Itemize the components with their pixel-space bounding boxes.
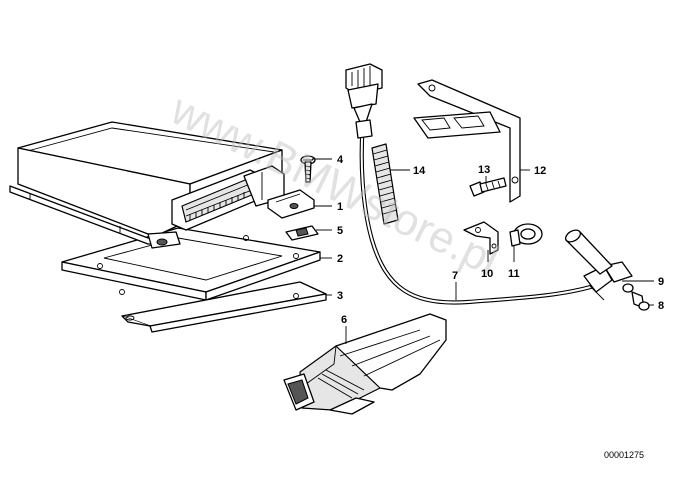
callout-10: 10	[481, 268, 493, 280]
callout-8: 8	[658, 300, 664, 312]
small-bracket	[463, 221, 499, 255]
callout-6: 6	[341, 314, 347, 326]
callout-14: 14	[413, 165, 426, 177]
callout-13: 13	[478, 164, 490, 176]
reference-number: 00001275	[604, 450, 644, 460]
callout-5: 5	[337, 225, 343, 237]
bracket-clip	[267, 189, 315, 219]
screw	[300, 155, 316, 183]
bolt-washer	[622, 283, 650, 311]
clamp	[509, 223, 543, 247]
leader-lines	[312, 158, 654, 344]
mounting-plate	[61, 227, 321, 301]
callout-3: 3	[337, 290, 343, 302]
callout-1: 1	[337, 201, 343, 213]
callout-11: 11	[508, 268, 520, 280]
callout-12: 12	[534, 165, 546, 177]
callout-2: 2	[337, 253, 343, 265]
callout-4: 4	[337, 154, 344, 166]
corrugated-sleeve	[371, 143, 399, 225]
control-unit	[9, 121, 285, 249]
callout-9: 9	[658, 276, 664, 288]
sensor-cable	[345, 63, 633, 305]
clip-nut	[285, 225, 319, 241]
bolt	[469, 177, 507, 197]
cable-duct	[283, 313, 447, 415]
callout-7: 7	[452, 270, 458, 282]
holder-bracket	[413, 79, 521, 203]
bracket-rail	[121, 281, 327, 333]
